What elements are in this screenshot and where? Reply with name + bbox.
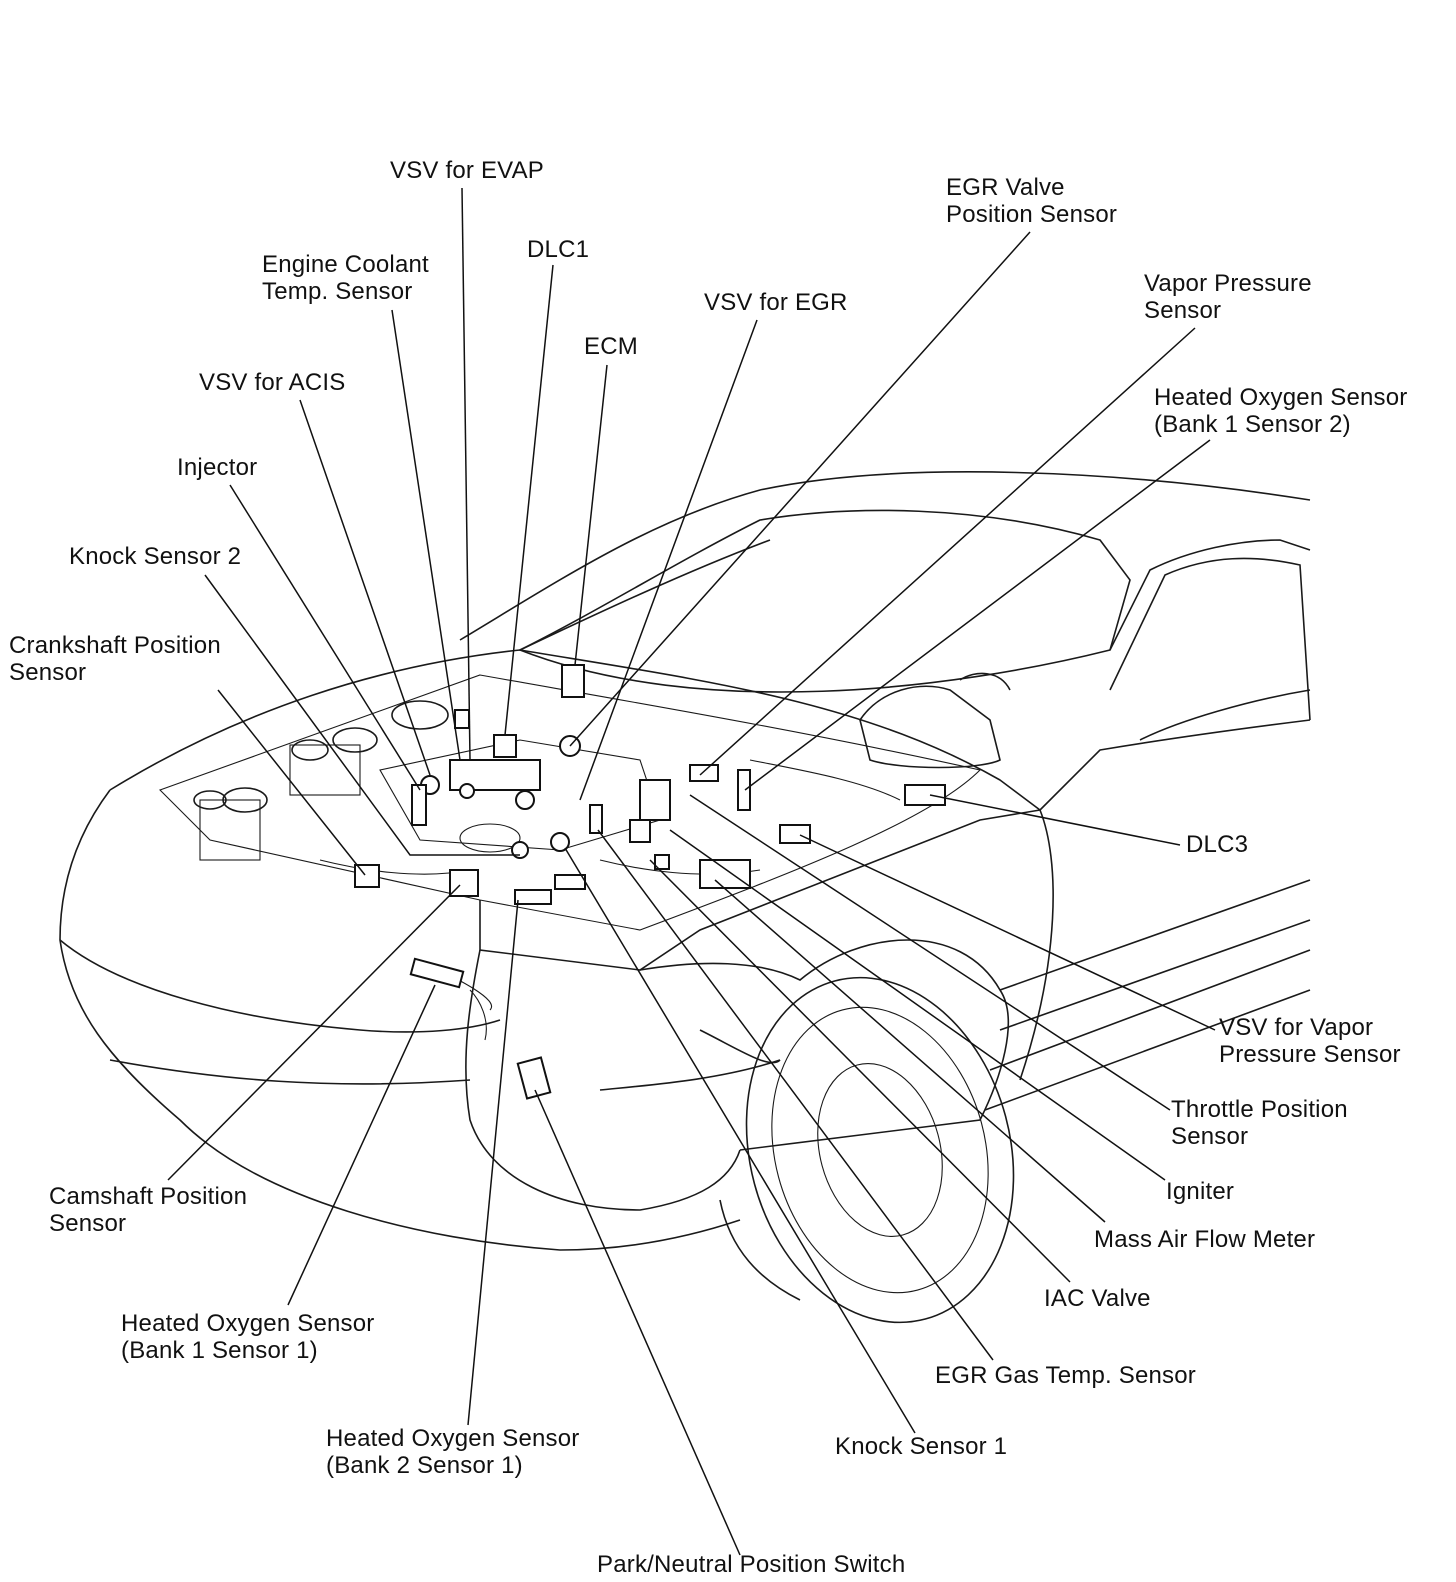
leader-egr-gas-temp-sensor bbox=[597, 829, 994, 1361]
leader-camshaft-position-sensor bbox=[167, 884, 461, 1181]
leader-dlc1 bbox=[504, 264, 554, 736]
leader-ho2s-b2s1 bbox=[467, 899, 519, 1426]
ho2s-b2s1-part bbox=[514, 889, 552, 905]
leader-knock-sensor-2 bbox=[204, 574, 520, 856]
label-ho2s-bank2-sensor1: Heated Oxygen Sensor (Bank 2 Sensor 1) bbox=[326, 1425, 580, 1479]
leader-vapor-pressure-sensor bbox=[699, 327, 1196, 776]
leader-ho2s-b1s2 bbox=[744, 439, 1211, 791]
leader-vsv-evap bbox=[461, 187, 471, 761]
label-dlc3: DLC3 bbox=[1186, 831, 1249, 858]
label-iac-valve: IAC Valve bbox=[1044, 1285, 1151, 1312]
label-throttle-position-sensor: Throttle Position Sensor bbox=[1171, 1096, 1348, 1150]
label-vsv-for-vapor-pressure-sensor: VSV for Vapor Pressure Sensor bbox=[1219, 1014, 1401, 1068]
label-vsv-for-evap: VSV for EVAP bbox=[390, 157, 545, 184]
label-vsv-for-egr: VSV for EGR bbox=[704, 289, 848, 316]
leader-mass-air-flow-meter bbox=[714, 879, 1106, 1223]
dlc3-part bbox=[904, 784, 946, 806]
camshaft-sensor-part bbox=[449, 869, 479, 897]
dlc1-part bbox=[561, 664, 585, 698]
crankshaft-sensor-part bbox=[354, 864, 380, 888]
ho2s-b1s2-part bbox=[737, 769, 751, 811]
leader-vsv-egr bbox=[579, 319, 758, 801]
label-igniter: Igniter bbox=[1166, 1178, 1235, 1205]
leader-egr-valve-position-sensor bbox=[569, 231, 1031, 747]
leader-vsv-vapor-pressure-sensor bbox=[799, 834, 1216, 1031]
label-vapor-pressure-sensor: Vapor Pressure Sensor bbox=[1144, 270, 1312, 324]
leader-vsv-acis bbox=[299, 399, 431, 776]
car-body bbox=[59, 471, 1311, 1324]
leader-engine-coolant-temp-sensor bbox=[391, 309, 461, 761]
leader-lines bbox=[167, 187, 1216, 1556]
label-vsv-for-acis: VSV for ACIS bbox=[199, 369, 346, 396]
ho2s-b1s1-part bbox=[409, 957, 465, 989]
label-ecm: ECM bbox=[584, 333, 638, 360]
label-egr-gas-temp-sensor: EGR Gas Temp. Sensor bbox=[935, 1362, 1196, 1389]
vapor-pressure-sensor-part bbox=[689, 764, 719, 782]
leader-knock-sensor-1 bbox=[564, 847, 916, 1434]
label-egr-valve-position-sensor: EGR Valve Position Sensor bbox=[946, 174, 1118, 228]
label-ho2s-bank1-sensor1: Heated Oxygen Sensor (Bank 1 Sensor 1) bbox=[121, 1310, 375, 1364]
label-mass-air-flow-meter: Mass Air Flow Meter bbox=[1094, 1226, 1316, 1253]
label-dlc1: DLC1 bbox=[527, 236, 590, 263]
label-camshaft-position-sensor: Camshaft Position Sensor bbox=[49, 1183, 248, 1237]
leader-igniter bbox=[669, 829, 1166, 1181]
leader-ho2s-b1s1 bbox=[287, 984, 436, 1306]
label-ho2s-bank1-sensor2: Heated Oxygen Sensor (Bank 1 Sensor 2) bbox=[1154, 384, 1408, 438]
label-crankshaft-position-sensor: Crankshaft Position Sensor bbox=[9, 632, 221, 686]
mass-air-flow-part bbox=[699, 859, 751, 889]
label-knock-sensor-1: Knock Sensor 1 bbox=[835, 1433, 1008, 1460]
label-knock-sensor-2: Knock Sensor 2 bbox=[69, 543, 242, 570]
leader-throttle-position-sensor bbox=[689, 794, 1171, 1111]
component-symbols bbox=[354, 664, 946, 1100]
leader-crankshaft-position-sensor bbox=[217, 689, 366, 876]
leader-park-neutral-position-switch bbox=[534, 1089, 741, 1556]
park-neutral-switch-part bbox=[516, 1056, 552, 1100]
leader-injector bbox=[229, 484, 421, 791]
label-engine-coolant-temp-sensor: Engine Coolant Temp. Sensor bbox=[262, 251, 429, 305]
label-injector: Injector bbox=[177, 454, 258, 481]
label-park-neutral-position-switch: Park/Neutral Position Switch bbox=[597, 1551, 906, 1578]
leader-dlc3 bbox=[929, 794, 1181, 846]
leader-ecm bbox=[574, 364, 608, 666]
leader-iac-valve bbox=[649, 859, 1071, 1283]
